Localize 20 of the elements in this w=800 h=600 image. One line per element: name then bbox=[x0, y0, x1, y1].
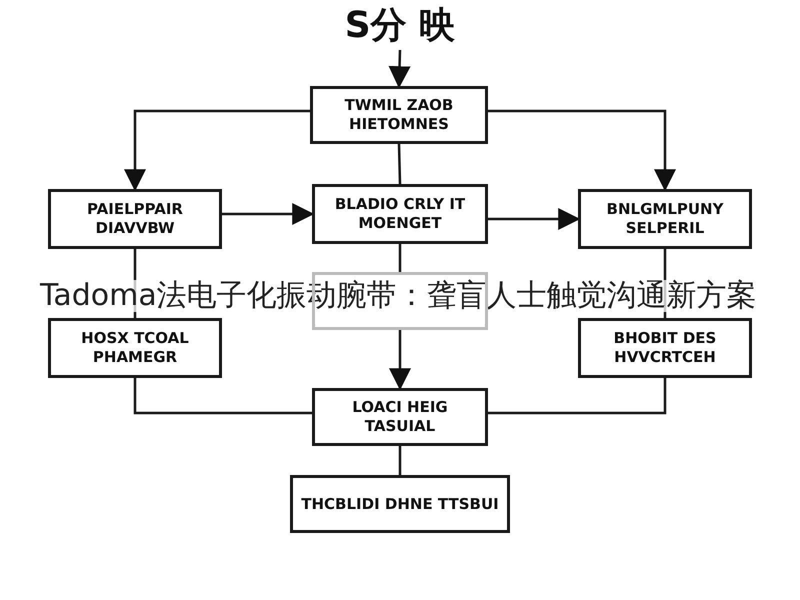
connector-line bbox=[398, 446, 402, 475]
connector-line bbox=[134, 378, 312, 414]
process-box: BNLGMLPUNY SELPERIL bbox=[578, 189, 752, 249]
heading-text: S分 映 bbox=[330, 0, 470, 50]
arrow bbox=[389, 330, 411, 390]
process-box: PAIELPPAIR DIAVVBW bbox=[48, 189, 222, 249]
process-box: TWMIL ZAOB HIETOMNES bbox=[310, 86, 488, 144]
process-box: BLADIO CRLY IT MOENGET bbox=[312, 184, 488, 244]
process-box: HOSX TCOAL PHAMEGR bbox=[48, 318, 222, 378]
arrow bbox=[488, 110, 676, 192]
process-box: BHOBIT DES HVVCRTCEH bbox=[578, 318, 752, 378]
arrow bbox=[222, 203, 314, 225]
process-box: THCBLIDI DHNE TTSBUI bbox=[290, 475, 510, 533]
arrow bbox=[124, 110, 310, 192]
connector-line bbox=[398, 244, 402, 272]
connector-line bbox=[488, 378, 666, 414]
process-box: LOACI HEIG TASUIAL bbox=[312, 388, 488, 446]
arrow bbox=[388, 50, 411, 88]
connector-line bbox=[398, 144, 402, 184]
arrow bbox=[488, 208, 580, 230]
